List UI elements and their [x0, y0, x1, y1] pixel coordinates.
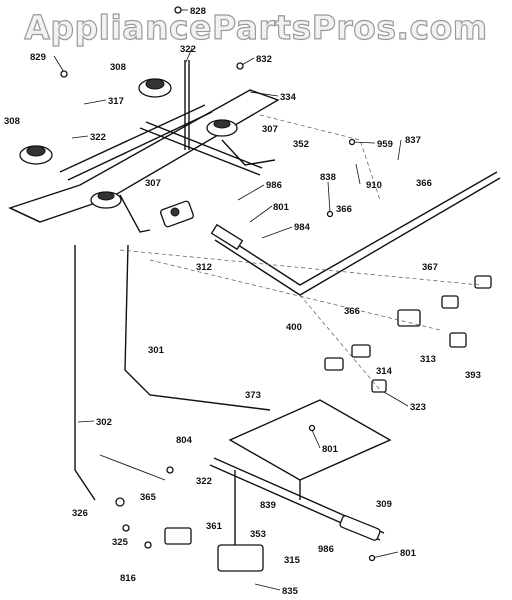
callout: 804 [176, 435, 193, 446]
burner-frame [8, 60, 280, 233]
callout: 839 [260, 500, 276, 511]
callout: 801 [322, 444, 339, 455]
callout: 301 [148, 345, 165, 356]
watermark-logo: AppliancePartsPros.com [24, 7, 488, 47]
callout: 314 [376, 366, 393, 377]
leader-lines [53, 6, 409, 591]
callout: 365 [140, 492, 157, 503]
callout: 984 [294, 222, 311, 233]
callout: 366 [416, 178, 432, 189]
callout: 326 [72, 508, 88, 519]
callout: 828 [190, 6, 206, 17]
callout: 302 [96, 417, 112, 428]
callout: 837 [405, 135, 421, 146]
callout: 317 [108, 96, 124, 107]
callout: 986 [266, 180, 282, 191]
alignment-lines [119, 114, 481, 391]
callout: 312 [196, 262, 212, 273]
callout: 367 [422, 262, 438, 273]
oven-thermostat [164, 470, 264, 572]
callout: 322 [196, 476, 212, 487]
callout: 352 [293, 139, 309, 150]
callout: 829 [30, 52, 46, 63]
callout: 309 [376, 499, 392, 510]
pressure-regulator [160, 200, 194, 228]
callout: 801 [273, 202, 290, 213]
callout: 400 [286, 322, 302, 333]
callout: 308 [4, 116, 20, 127]
callout-labels: 828 829 322 832 308 317 334 308 322 307 … [4, 6, 481, 597]
callout: 307 [145, 178, 161, 189]
burner-valves [324, 275, 492, 393]
callout: 986 [318, 544, 334, 555]
burner-heads [19, 78, 276, 209]
callout: 361 [206, 521, 223, 532]
callout: 322 [180, 44, 196, 55]
callout: 334 [280, 92, 297, 103]
callout: 308 [110, 62, 126, 73]
callout: 313 [420, 354, 436, 365]
callout: 816 [120, 573, 136, 584]
callout: 393 [465, 370, 481, 381]
callout: 835 [282, 586, 299, 597]
callout: 801 [400, 548, 417, 559]
callout: 307 [262, 124, 278, 135]
oven-burner [209, 399, 392, 541]
callout: 838 [320, 172, 336, 183]
callout: 315 [284, 555, 301, 566]
callout: 959 [377, 139, 393, 150]
gas-tubes [74, 244, 271, 501]
callout: 910 [366, 180, 382, 191]
callout: 366 [336, 204, 352, 215]
callout: 353 [250, 529, 266, 540]
callout: 373 [245, 390, 261, 401]
callout: 832 [256, 54, 272, 65]
callout: 323 [410, 402, 426, 413]
callout: 325 [112, 537, 129, 548]
callout: 366 [344, 306, 360, 317]
callout: 322 [90, 132, 106, 143]
